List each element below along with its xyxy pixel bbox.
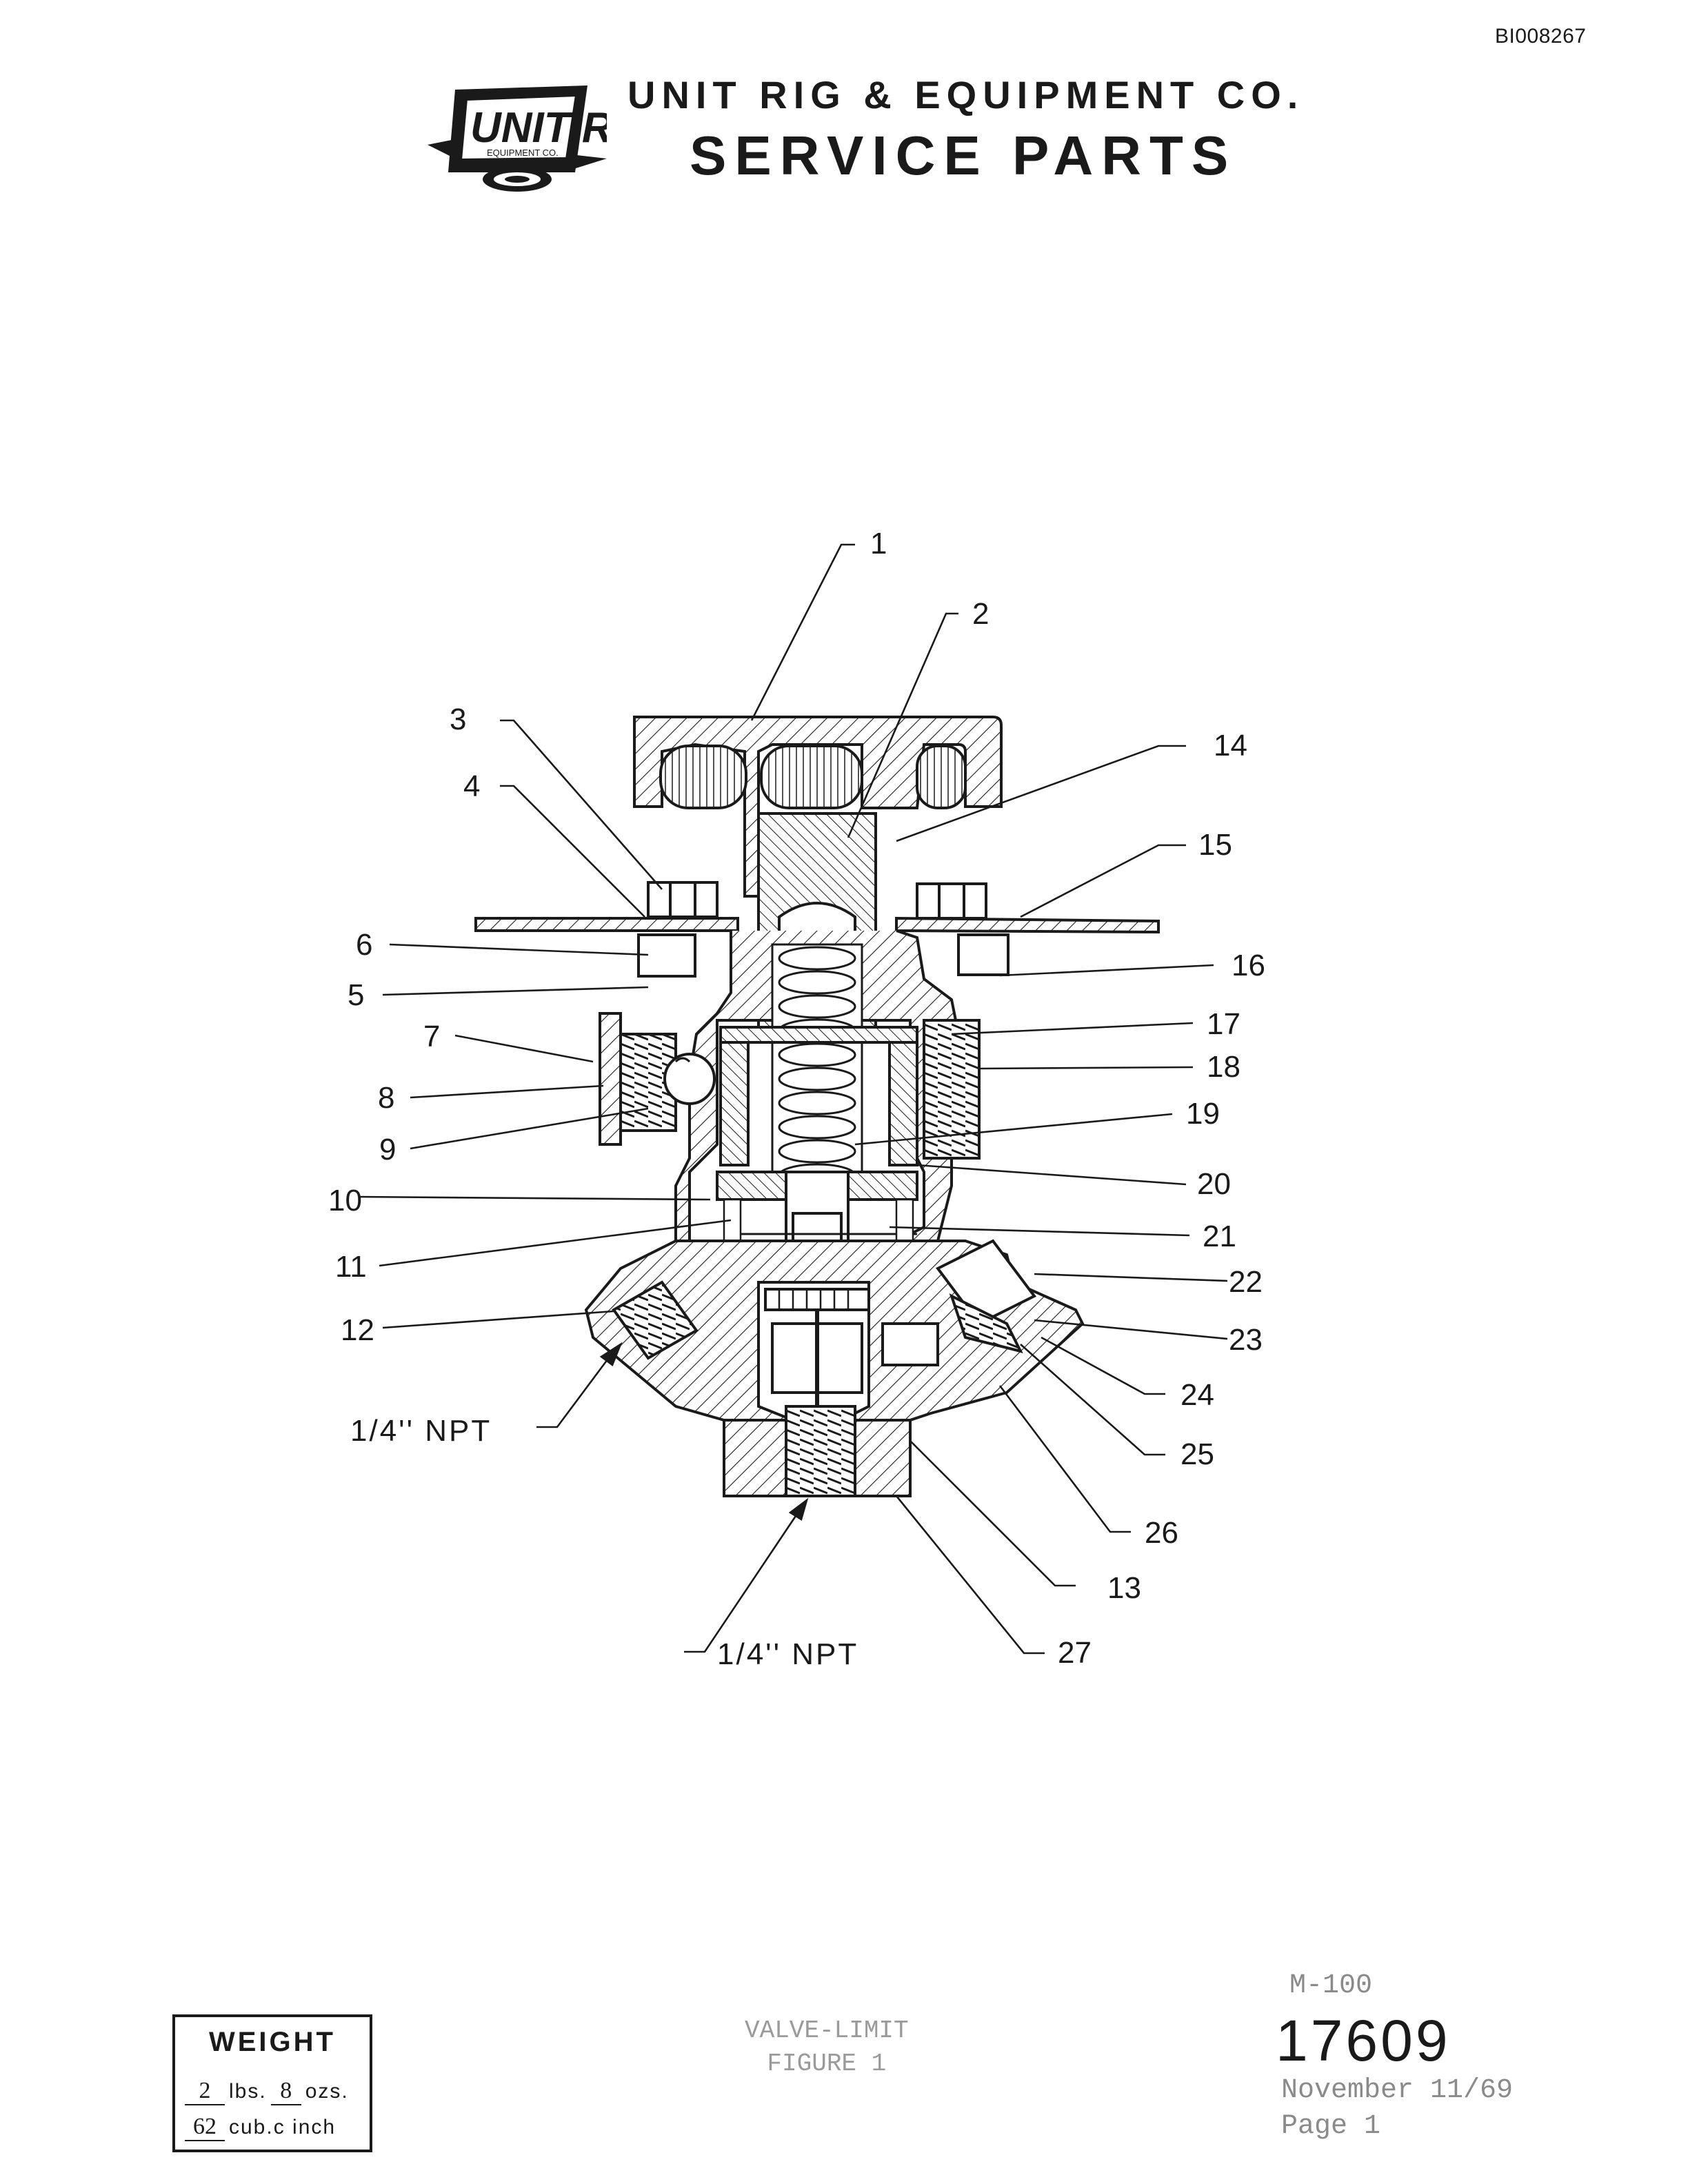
callout-13: 13 (1107, 1571, 1141, 1605)
callout-18: 18 (1207, 1050, 1240, 1084)
callout-24: 24 (1180, 1378, 1214, 1412)
callout-9: 9 (379, 1133, 396, 1166)
weight-title: WEIGHT (209, 2027, 336, 2057)
page-number: Page 1 (1281, 2111, 1381, 2142)
callout-3: 3 (450, 702, 466, 736)
company-name: UNIT RIG & EQUIPMENT CO. (627, 73, 1305, 117)
callout-16: 16 (1232, 949, 1265, 982)
callout-23: 23 (1229, 1323, 1263, 1357)
document-id: BI008267 (1495, 25, 1587, 48)
logo-subtext: EQUIPMENT CO. (487, 148, 559, 158)
callout-25: 25 (1180, 1437, 1214, 1471)
weight-volume-value: 62 (185, 2114, 225, 2141)
callout-14: 14 (1214, 729, 1247, 762)
weight-ozs-unit: ozs. (305, 2080, 349, 2103)
callout-labels: 1 2 3 4 5 6 7 8 9 10 11 12 13 14 15 16 1… (328, 527, 1265, 1671)
page-title: SERVICE PARTS (690, 125, 1237, 186)
figure-caption: VALVE-LIMIT FIGURE 1 (745, 2014, 909, 2081)
callout-8: 8 (378, 1081, 394, 1115)
leader-lines (358, 543, 1228, 1655)
upper-spring (771, 943, 863, 1194)
issue-date: November 11/69 (1281, 2075, 1514, 2106)
callout-10: 10 (328, 1184, 362, 1217)
callout-1: 1 (870, 527, 887, 560)
callout-12: 12 (341, 1313, 374, 1347)
callout-17: 17 (1207, 1007, 1240, 1041)
callout-19: 19 (1186, 1097, 1220, 1131)
unit-rig-logo: UNIT RIG EQUIPMENT CO. (428, 85, 607, 192)
callout-6: 6 (356, 928, 372, 962)
callout-22: 22 (1229, 1265, 1263, 1299)
model-number: M-100 (1289, 1970, 1373, 2001)
callout-11: 11 (335, 1250, 367, 1284)
part-number: 17609 (1276, 2008, 1451, 2073)
callout-21: 21 (1203, 1220, 1236, 1253)
valve-body (474, 716, 1160, 1497)
weight-lbs-value: 2 (185, 2078, 225, 2105)
callout-26: 26 (1145, 1516, 1178, 1550)
port-label-left: 1/4'' NPT (350, 1414, 492, 1448)
port-label-bottom: 1/4'' NPT (717, 1637, 858, 1671)
logo-text: UNIT RIG (470, 104, 607, 152)
callout-5: 5 (348, 978, 364, 1012)
port-arrows (536, 1342, 809, 1653)
weight-lbs-unit: lbs. (229, 2080, 267, 2103)
callout-7: 7 (423, 1020, 440, 1053)
callout-2: 2 (972, 597, 989, 631)
callout-20: 20 (1197, 1167, 1231, 1201)
caption-line-2: FIGURE 1 (767, 2050, 887, 2078)
callout-15: 15 (1198, 828, 1232, 862)
weight-ozs-value: 8 (270, 2078, 301, 2105)
weight-volume-unit: cub.c inch (229, 2116, 336, 2138)
caption-line-1: VALVE-LIMIT (745, 2016, 909, 2045)
callout-27: 27 (1058, 1636, 1092, 1670)
callout-4: 4 (463, 769, 480, 803)
